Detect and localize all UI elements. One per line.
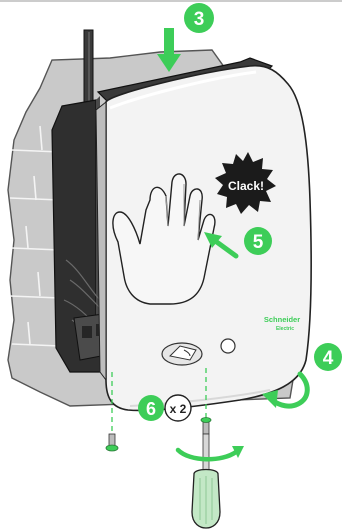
screw-icon [106, 434, 118, 451]
clack-label: Clack! [228, 179, 264, 193]
svg-text:3: 3 [194, 9, 205, 30]
svg-text:x 2: x 2 [170, 402, 187, 416]
brand-line2: Electric [276, 326, 294, 332]
power-cable [84, 30, 93, 108]
card-reader-icon [162, 343, 202, 365]
step-5-badge: 5 [244, 227, 272, 255]
svg-text:5: 5 [253, 232, 264, 253]
step-6-badge: 6 [138, 395, 164, 421]
svg-text:4: 4 [323, 348, 334, 369]
screwdriver-rotate-arrow-icon [178, 446, 244, 459]
step-4-badge: 4 [314, 343, 342, 371]
svg-text:6: 6 [146, 399, 156, 419]
step-3-badge: 3 [184, 3, 214, 33]
screwdriver-icon [192, 418, 220, 529]
brand-line1: Schneider [264, 315, 300, 324]
multiplier-badge: x 2 [165, 395, 191, 421]
status-led [221, 339, 235, 353]
